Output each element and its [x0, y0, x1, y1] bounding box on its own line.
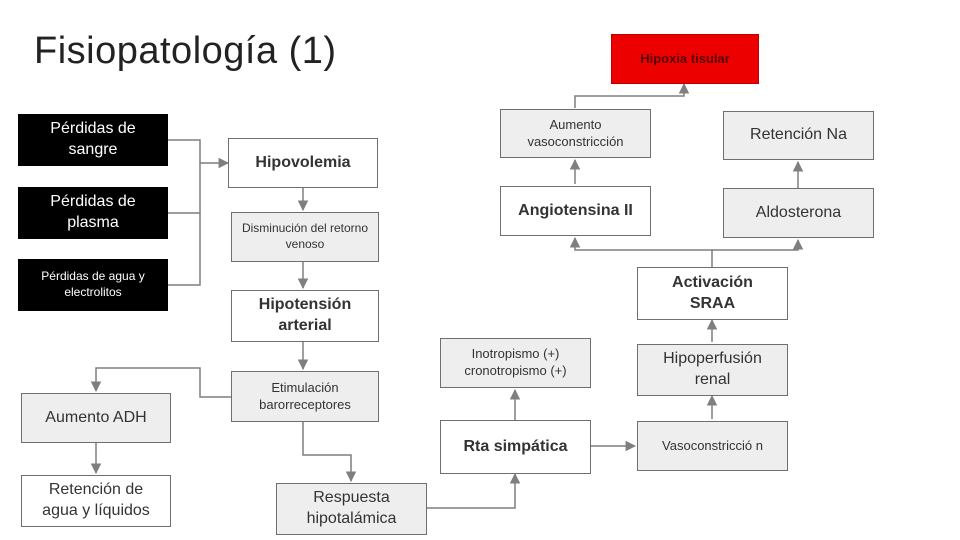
perdidas-agua-box: Pérdidas de agua y electrolitos — [18, 259, 168, 311]
respuesta-hipotalamica-box: Respuesta hipotalámica — [276, 483, 427, 535]
connector-respuesta-rta — [427, 472, 521, 509]
rta-simpatica-box: Rta simpática — [440, 420, 591, 474]
connector-aumento-hipoxia — [574, 82, 690, 108]
hipovolemia-box: Hipovolemia — [228, 138, 378, 188]
vasoconstriccion-box: Vasoconstricció n — [637, 421, 788, 471]
disminucion-retorno-box: Disminución del retorno venoso — [231, 212, 379, 262]
retencion-agua-box: Retención de agua y líquidos — [21, 475, 171, 527]
connector-sangre-hipovolemia — [168, 139, 230, 169]
perdidas-sangre-box: Pérdidas de sangre — [18, 114, 168, 166]
connector-activacion-angiotensina — [569, 236, 713, 267]
estimulacion-box: Etimulación barorreceptores — [231, 371, 379, 422]
hipoperfusion-box: Hipoperfusión renal — [637, 344, 788, 396]
aumento-adh-box: Aumento ADH — [21, 393, 171, 443]
connector-estimulacion-respuesta — [302, 422, 357, 483]
page-title: Fisiopatología (1) — [34, 30, 337, 72]
connector-plasma-join — [168, 163, 201, 214]
inotropismo-box: Inotropismo (+) cronotropismo (+) — [440, 338, 591, 388]
hipoxia-tisular-box: Hipoxia tisular — [611, 34, 759, 84]
angiotensina-box: Angiotensina II — [500, 186, 651, 236]
perdidas-plasma-box: Pérdidas de plasma — [18, 187, 168, 239]
connector-activacion-aldosterona — [712, 238, 804, 251]
aumento-vasoconstriccion-box: Aumento vasoconstricción — [500, 109, 651, 158]
aldosterona-box: Aldosterona — [723, 188, 874, 238]
connector-estimulacion-adh — [90, 367, 231, 398]
retencion-na-box: Retención Na — [723, 111, 874, 160]
connector-agua-join — [168, 213, 201, 286]
activacion-sraa-box: Activación SRAA — [637, 267, 788, 320]
hipotension-box: Hipotensión arterial — [231, 290, 379, 342]
